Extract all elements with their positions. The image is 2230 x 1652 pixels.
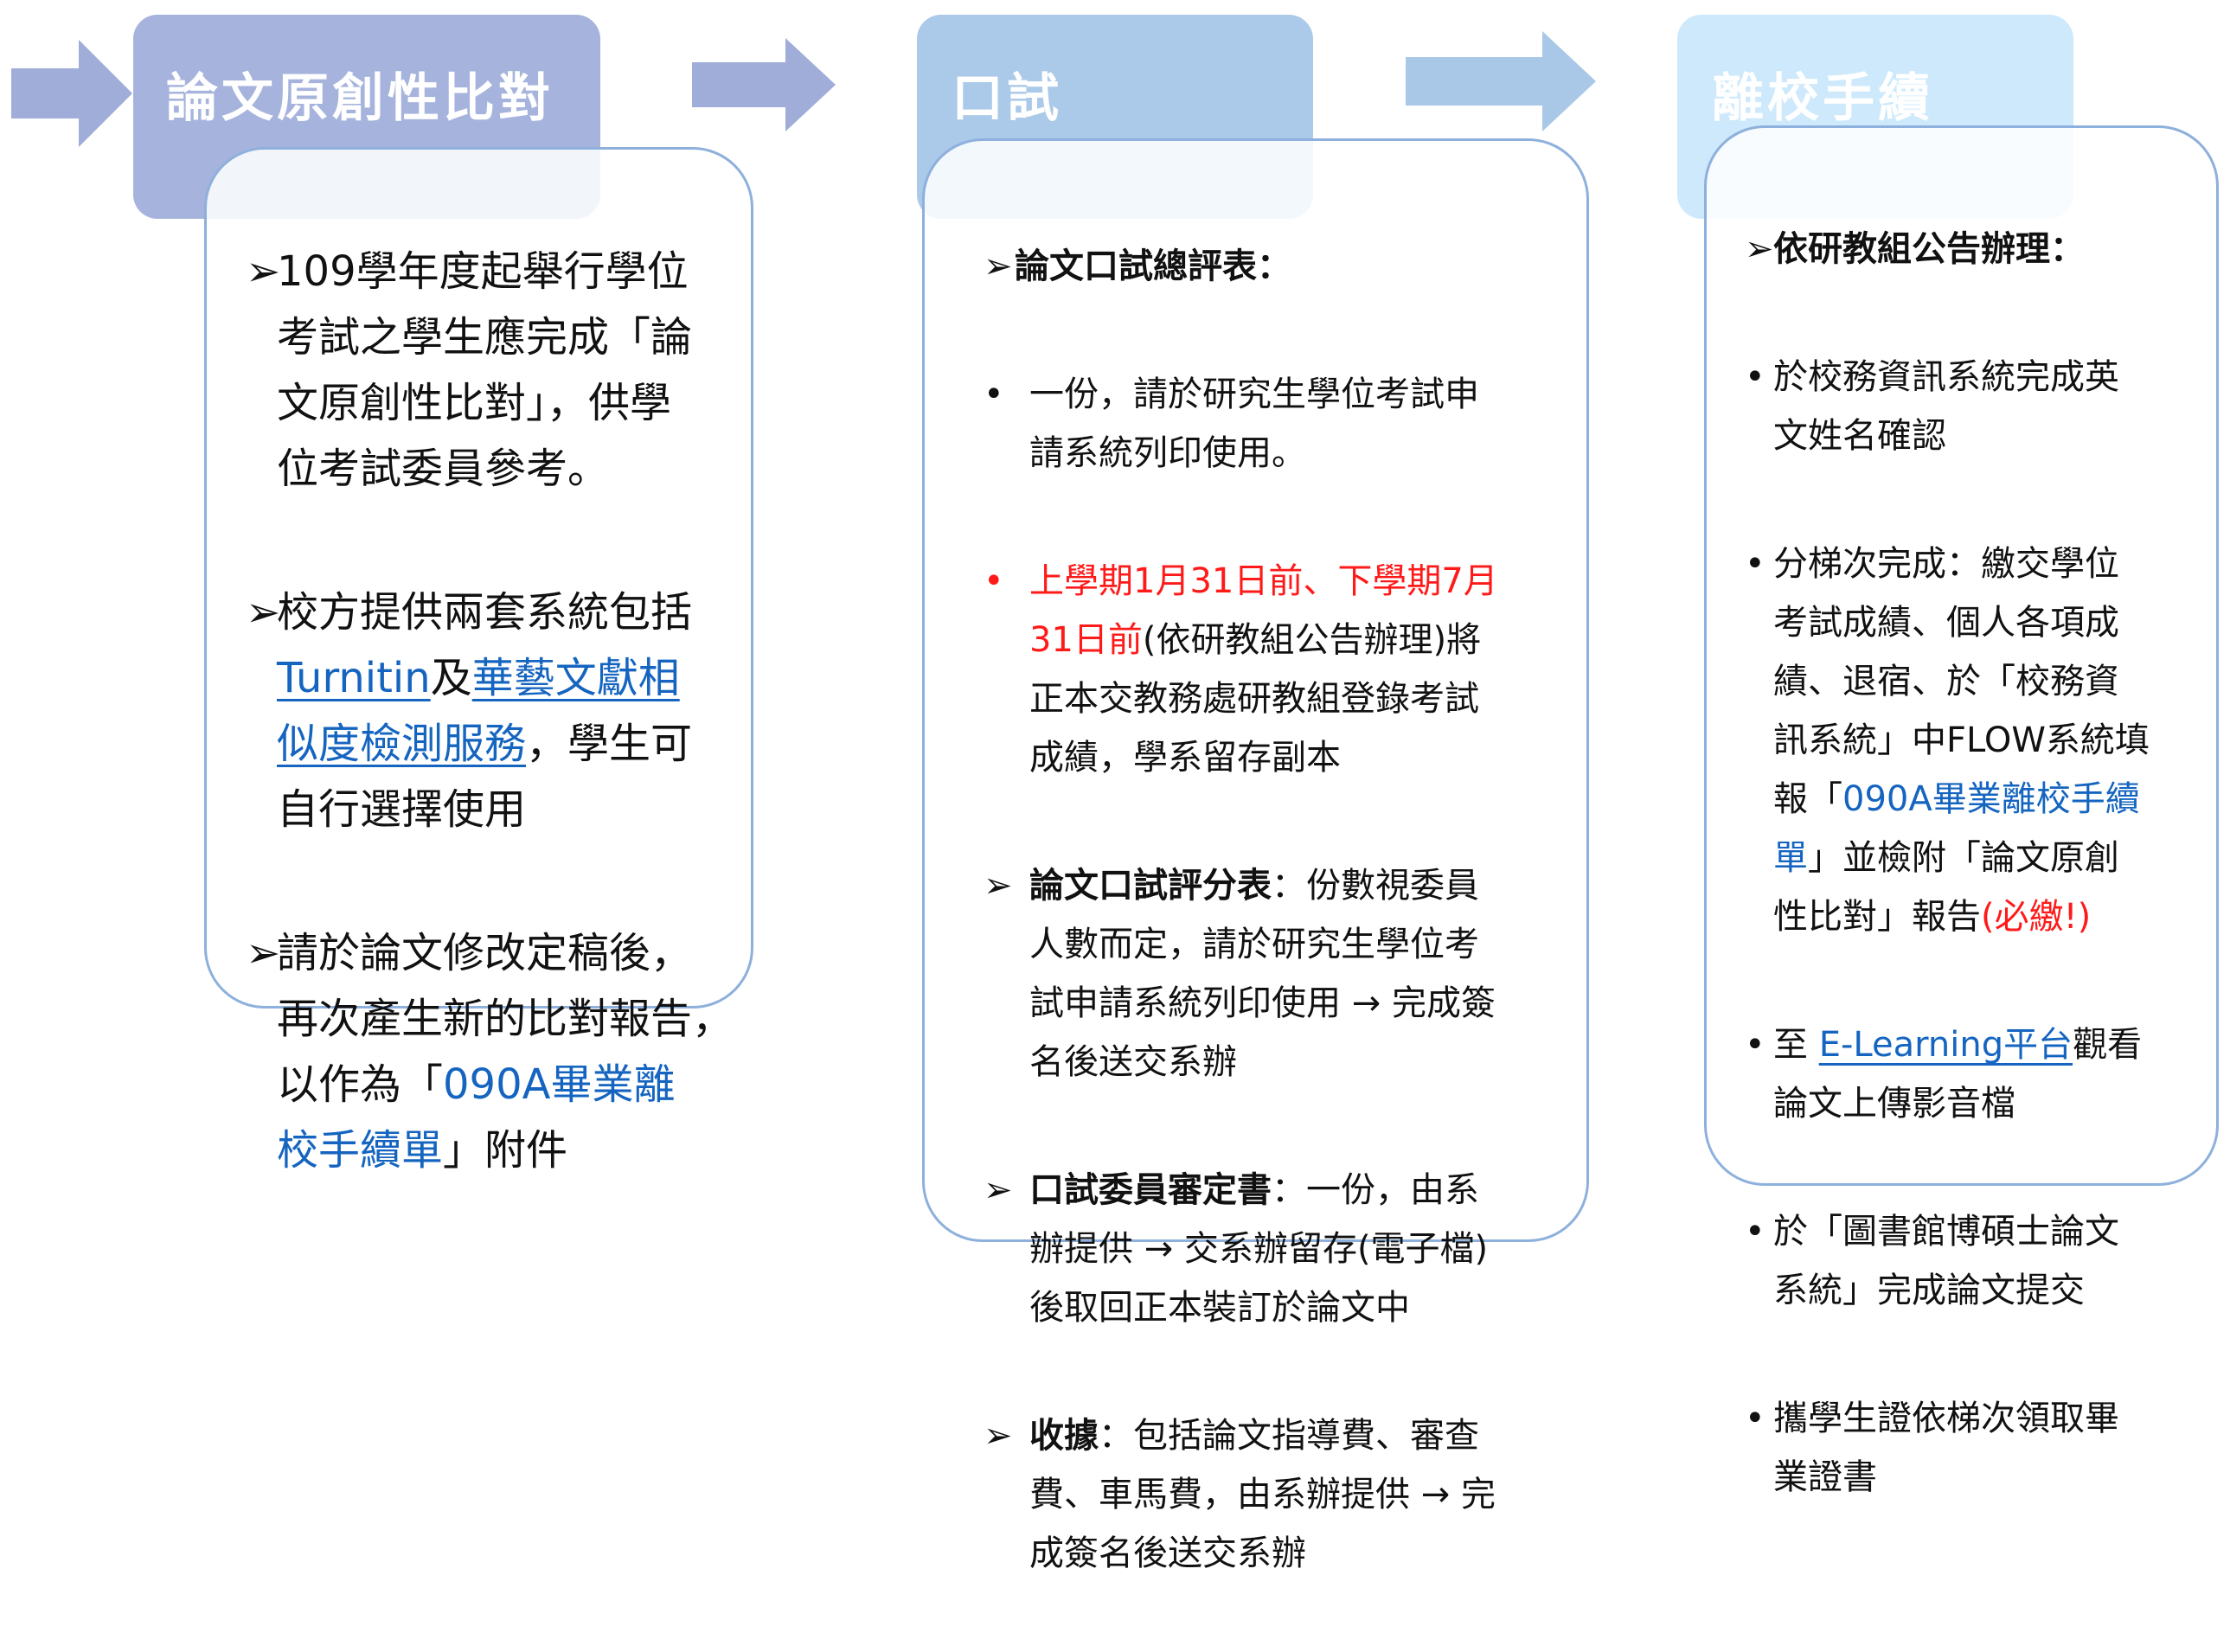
step1-list: ➢109學年度起舉行學位 考試之學生應完成「論 文原創性比對」，供學 位考試委員… [246,173,765,1261]
list-item: ➢請於論文修改定稿後， 再次產生新的比對報告， 以作為「090A畢業離 校手續單… [246,920,765,1183]
list-item: ➢ 論文口試評分表：份數視委員 人數而定，請於研究生學位考 試申請系統列印使用 →… [984,856,1589,1092]
item-text: 」附件 [443,1126,568,1175]
step1-title: 論文原創性比對 [166,68,554,129]
arrow-bullet-icon: ➢ [984,247,1013,286]
item-text: (依研教組公告辦理)將 正本交教務處研教組登錄考試 成績，學系留存副本 [1029,620,1482,778]
heading-text: 論文口試總評表： [1015,247,1291,286]
step2-title: 口試 [952,68,1062,129]
arrow-bullet-icon: ➢ [984,1416,1013,1456]
item-text: 攜學生證依梯次領取畢 業證書 [1773,1399,2119,1497]
dot-bullet-icon: • [1745,1212,1765,1252]
form-090a-link[interactable]: 090A畢業離校手續 單 [1773,779,2140,878]
arrow-bullet-icon: ➢ [246,247,281,296]
item-text: 及 [430,654,472,702]
airiti-similarity-link[interactable]: 華藝文獻相 似度檢測服務 [277,654,680,768]
dot-bullet-icon: • [1745,1399,1765,1438]
item-text: 至 [1773,1025,1819,1065]
item-text: ：包括論文指導費、審查 費、車馬費，由系辦提供 → 完 成簽名後送交系辦 [1029,1416,1496,1573]
list-item: •攜學生證依梯次領取畢 業證書 [1745,1389,2212,1507]
list-item: ➢口試委員審定書：一份，由系 辦提供 → 交系辦留存(電子檔) 後取回正本裝訂於… [984,1161,1589,1337]
list-heading: ➢論文口試總評表： [984,237,1589,296]
turnitin-link[interactable]: Turnitin [277,654,431,702]
step2-panel [922,138,1589,1242]
list-item: • 上學期1月31日前、下學期7月 31日前(依研教組公告辦理)將 正本交教務處研… [984,552,1589,787]
dot-bullet-icon: • [984,561,1004,601]
item-text: 109學年度起舉行學位 考試之學生應完成「論 文原創性比對」，供學 位考試委員參… [277,247,693,493]
step2-list: ➢論文口試總評表： •一份，請於研究生學位考試申 請系統列印使用。 •上學期1月… [984,178,1589,1652]
item-text: 校方提供兩套系統包括 [277,588,693,637]
list-item: • 一份，請於研究生學位考試申 請系統列印使用。 [984,365,1589,483]
item-title: 論文口試評分表 [1029,866,1272,906]
list-item: ➢ 收據：包括論文指導費、審查 費、車馬費，由系辦提供 → 完 成簽名後送交系辦 [984,1406,1589,1583]
item-text: 觀看 論文上傳影音檔 [1773,1025,2143,1124]
step1-panel [204,147,753,1008]
right-arrow-icon [11,40,132,147]
dot-bullet-icon: • [1745,544,1765,584]
required-note: (必繳!) [1981,897,2092,937]
right-arrow-icon [1406,31,1596,131]
deadline-text: 上學期1月31日前、下學期7月 31日前 [1029,561,1498,660]
step3-list: ➢依研教組公告辦理： • 於校務資訊系統完成英 文姓名確認 • 分梯次完成：繳交… [1745,161,2212,1576]
item-text: ，學生可 自行選擇使用 [277,720,693,834]
arrow-bullet-icon: ➢ [984,1170,1013,1210]
elearning-link[interactable]: E-Learning平台 [1818,1025,2073,1065]
item-text: 分梯次完成：繳交學位 考試成績、個人各項成 績、退宿、於「校務資 訊系統」中FL… [1773,544,2150,819]
list-item: •至 E-Learning平台觀看 論文上傳影音檔 [1745,1015,2212,1133]
list-item: ➢109學年度起舉行學位 考試之學生應完成「論 文原創性比對」，供學 位考試委員… [246,239,765,502]
step3-title: 離校手續 [1712,68,1933,129]
item-text: 一份，請於研究生學位考試申 請系統列印使用。 [1029,375,1479,473]
list-item: • 分梯次完成：繳交學位 考試成績、個人各項成 績、退宿、於「校務資 訊系統」中… [1745,535,2212,946]
arrow-bullet-icon: ➢ [984,866,1013,906]
item-title: 收據 [1029,1416,1099,1456]
list-item: ➢校方提供兩套系統包括 Turnitin及華藝文獻相 似度檢測服務，學生可 自行… [246,579,765,842]
item-text: ：份數視委員 人數而定，請於研究生學位考 試申請系統列印使用 → 完成簽 名後送… [1029,866,1496,1082]
form-090a-link[interactable]: 090A畢業離 校手續單 [277,1060,676,1175]
right-arrow-icon [692,38,836,131]
arrow-bullet-icon: ➢ [246,588,281,637]
list-heading: ➢依研教組公告辦理： [1745,220,2212,279]
arrow-bullet-icon: ➢ [246,929,281,977]
list-item: • 於校務資訊系統完成英 文姓名確認 [1745,348,2212,465]
dot-bullet-icon: • [984,375,1004,414]
item-text: 於「圖書館博碩士論文 系統」完成論文提交 [1773,1212,2119,1310]
heading-text: 依研教組公告辦理： [1773,229,2085,269]
dot-bullet-icon: • [1745,357,1765,397]
step3-panel [1704,125,2219,1186]
arrow-bullet-icon: ➢ [1745,229,1774,269]
item-title: 口試委員審定書 [1029,1170,1272,1210]
item-text: 」並檢附「論文原創 性比對」報告 [1773,838,2119,937]
dot-bullet-icon: • [1745,1025,1765,1065]
item-text: 請於論文修改定稿後， 再次產生新的比對報告， 以作為「 [277,929,734,1109]
item-text: 於校務資訊系統完成英 文姓名確認 [1773,357,2119,456]
list-item: •於「圖書館博碩士論文 系統」完成論文提交 [1745,1202,2212,1320]
